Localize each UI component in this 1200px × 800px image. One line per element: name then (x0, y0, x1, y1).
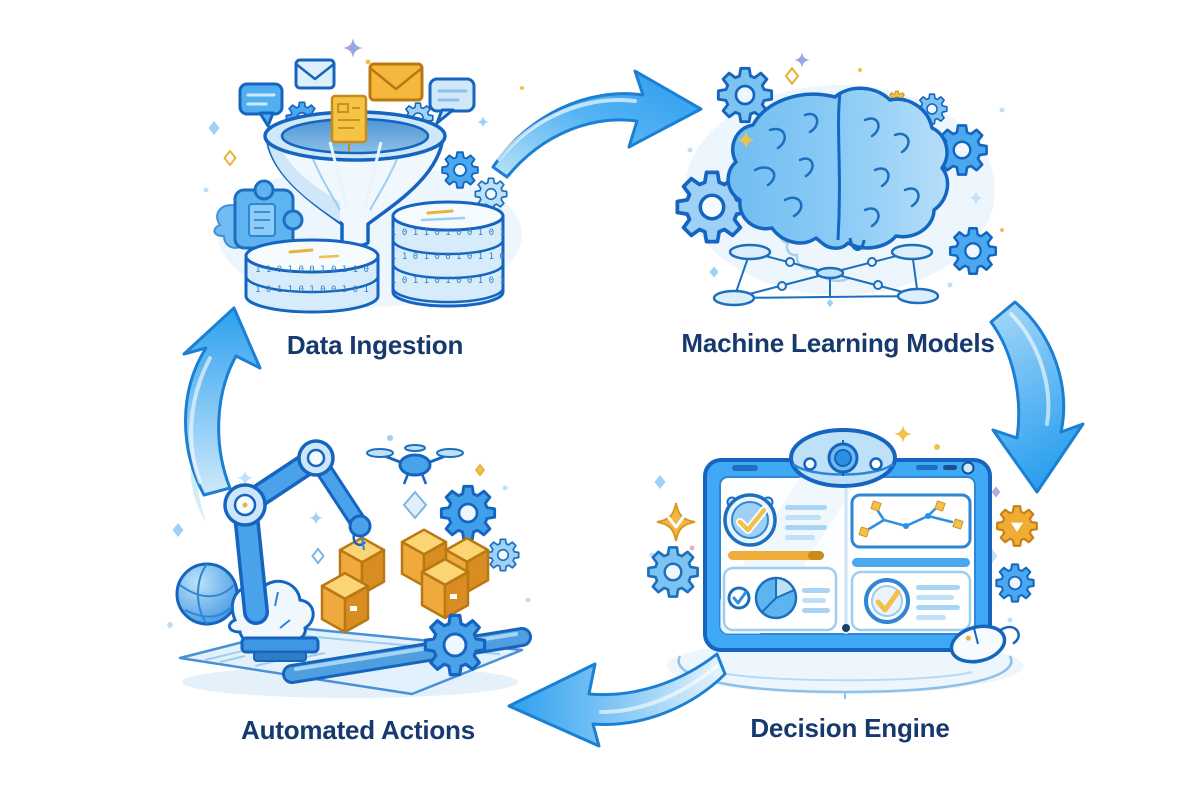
flow-arrow-up-icon (182, 306, 262, 497)
binary-text: 1 1 0 1 0 0 1 0 1 1 0 (391, 252, 505, 262)
decision-engine-illustration (647, 425, 1038, 699)
sparkle-icons (167, 435, 531, 628)
box-icon (420, 557, 470, 620)
binary-text: 1 1 0 1 0 0 1 0 1 1 0 (255, 265, 369, 275)
gear-icon (439, 484, 497, 542)
robot-arm-icon (223, 439, 372, 662)
approval-check-panel (850, 570, 972, 632)
box-icons (320, 528, 490, 634)
chat-bubble-icon (238, 82, 284, 128)
gear-yellow-icon (996, 505, 1038, 547)
machine-learning-illustration (675, 52, 1005, 308)
stage-label-data-ingestion: Data Ingestion (286, 330, 464, 360)
envelope-orange-icon (368, 62, 424, 102)
tablet-top-dash (732, 465, 758, 471)
flow-arrow-down-icon (989, 300, 1085, 494)
stage-label-decision-engine: Decision Engine (750, 713, 950, 743)
robot-head-icon (789, 428, 897, 488)
drone-icon (366, 444, 464, 520)
gear-icon (948, 226, 998, 276)
gear-icon (474, 177, 508, 211)
robot-eye (869, 457, 883, 471)
data-ingestion-illustration: 1 0 1 1 0 1 0 0 1 0 1 1 1 0 1 0 0 1 0 1 … (203, 38, 536, 314)
automated-actions-illustration (167, 416, 532, 698)
gear-icon (716, 66, 774, 124)
brain-icon (726, 86, 950, 251)
gear-icon (936, 124, 988, 176)
binary-text: 1 0 1 1 0 1 0 0 1 0 1 (255, 285, 369, 295)
network-graph-icon (712, 243, 940, 308)
binary-text: 1 0 1 1 0 1 0 0 1 0 1 (391, 276, 505, 286)
gear-icon (647, 546, 699, 598)
package-drop-icon (402, 490, 428, 520)
text-lines (785, 505, 827, 540)
progress-bar (728, 551, 824, 560)
document-icon (330, 94, 368, 152)
gear-icon (675, 170, 749, 244)
binary-text: 1 0 1 1 0 1 0 0 1 0 1 (391, 228, 505, 238)
decision-tree-panel (850, 493, 972, 549)
gear-icon (423, 613, 487, 677)
gear-icon (441, 151, 479, 189)
gear-icon (995, 563, 1035, 603)
progress-bar (852, 558, 970, 567)
sparkle-icons (203, 38, 536, 193)
sphere-icon (175, 562, 239, 626)
box-icon (444, 536, 490, 594)
puzzle-piece-icon (213, 179, 304, 250)
chat-bubble-icon (428, 77, 476, 125)
flow-arrow-left-icon (507, 652, 727, 748)
box-icon (320, 571, 370, 634)
checkmark-icon (875, 589, 901, 613)
stage-label-machine-learning-models: Machine Learning Models (681, 328, 995, 358)
gear-icon (916, 93, 948, 125)
database-stack-icon: 1 0 1 1 0 1 0 0 1 0 1 1 1 0 1 0 0 1 0 1 … (391, 200, 505, 308)
gripper-icon (348, 514, 372, 538)
camera-dot-icon (961, 461, 975, 475)
envelope-icon (294, 58, 336, 90)
mouse-icon (949, 624, 1020, 664)
flow-arrow-right-icon (491, 69, 703, 179)
database-coins-icon: 1 1 0 1 0 0 1 0 1 1 0 1 0 1 1 0 1 0 0 1 … (244, 238, 380, 314)
robot-eye (803, 457, 817, 471)
stage-label-automated-actions: Automated Actions (241, 715, 475, 745)
sparkle-icons (649, 425, 1013, 623)
gauge-check-icon (723, 493, 777, 547)
gear-icon (486, 538, 520, 572)
box-icon (338, 536, 386, 596)
star-badge-icon (656, 502, 696, 542)
sparkle-icons (687, 52, 1005, 288)
pie-chart-panel (722, 566, 838, 632)
